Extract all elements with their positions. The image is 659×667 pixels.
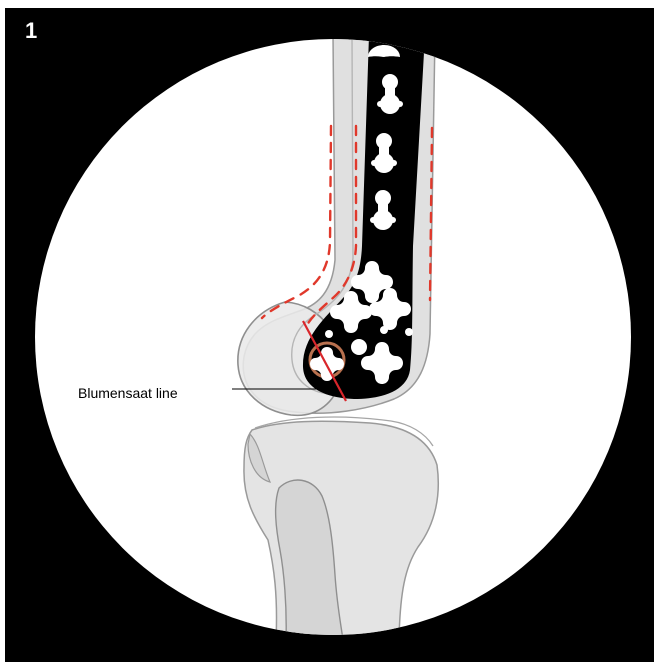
plate-hole-12 xyxy=(380,326,388,334)
blumensaat-line-label: Blumensaat line xyxy=(78,385,178,401)
figure-number: 1 xyxy=(25,18,37,44)
plate-hole-9 xyxy=(351,339,367,355)
plate-hole-10 xyxy=(405,328,413,336)
plate-hole-11 xyxy=(325,330,333,338)
